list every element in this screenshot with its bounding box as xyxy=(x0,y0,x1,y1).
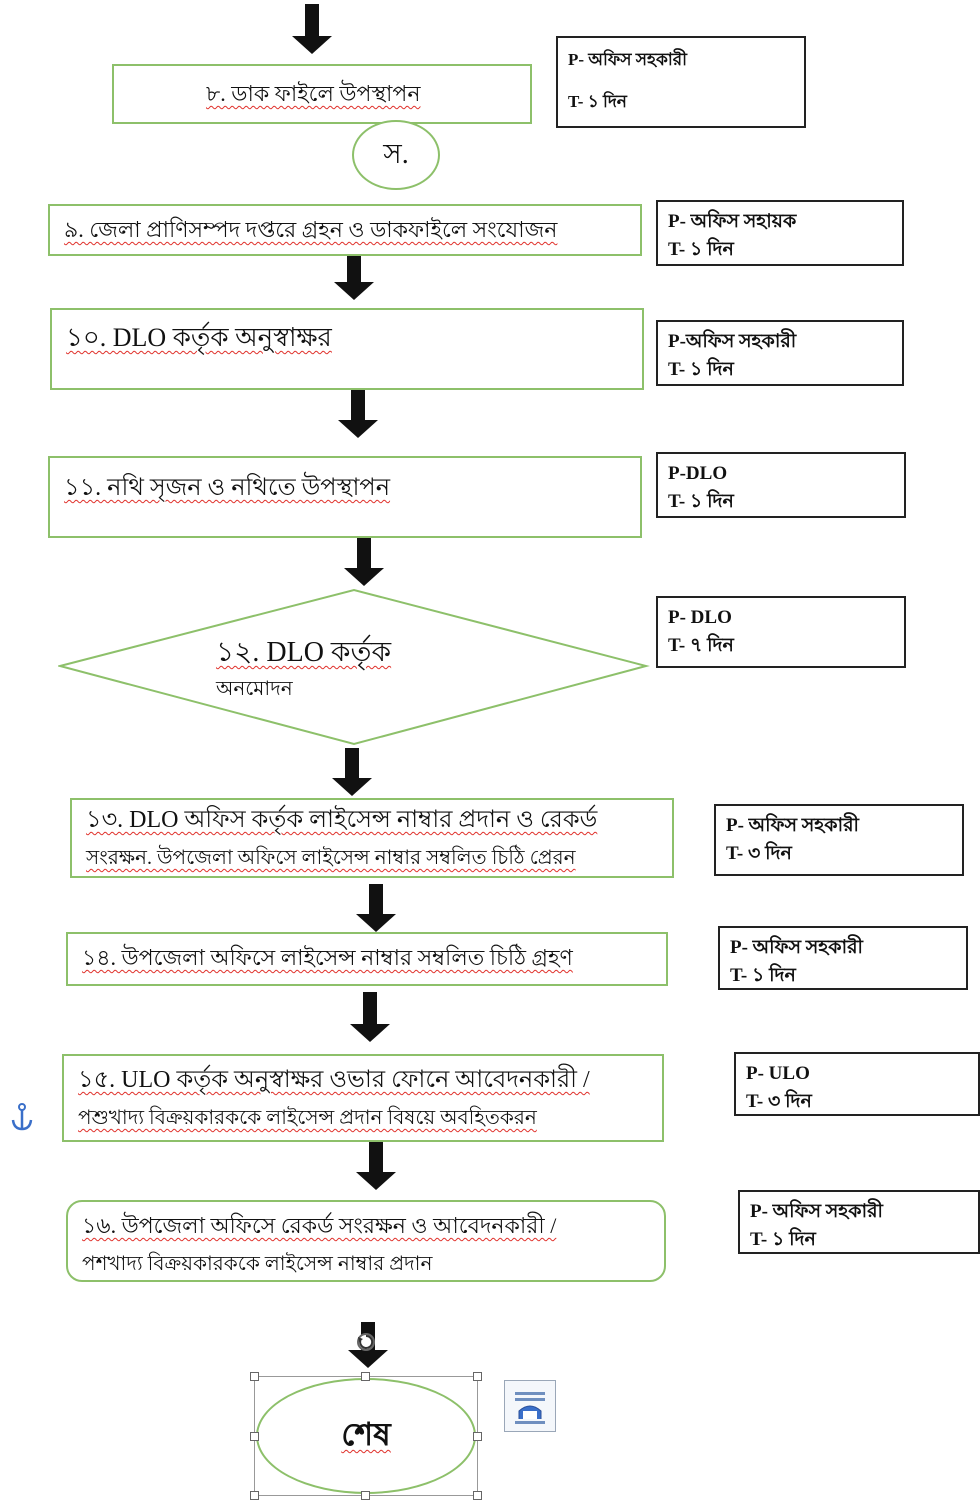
step-8-text: ৮. ডাক ফাইলে উপস্থাপন xyxy=(206,81,421,106)
step-14-person: P- অফিস সহকারী xyxy=(730,937,863,958)
resize-handle[interactable] xyxy=(473,1491,482,1500)
step-11-info[interactable]: P-DLO T- ১ দিন xyxy=(656,452,906,518)
step-9-info[interactable]: P- অফিস সহায়ক T- ১ দিন xyxy=(656,200,904,266)
step-9-text: ৯. জেলা প্রাণিসম্পদ দপ্তরে গ্রহন ও ডাকফা… xyxy=(64,217,558,242)
step-8-box[interactable]: ৮. ডাক ফাইলে উপস্থাপন xyxy=(112,64,532,124)
step-12-time: T- ৭ দিন xyxy=(668,635,734,656)
step-14-box[interactable]: ১৪. উপজেলা অফিসে লাইসেন্স নাম্বার সম্বলি… xyxy=(66,932,668,986)
step-16-text-line1: ১৬. উপজেলা অফিসে রেকর্ড সংরক্ষন ও আবেদনক… xyxy=(82,1213,557,1238)
anchor-icon[interactable] xyxy=(10,1102,34,1132)
resize-handle[interactable] xyxy=(361,1372,370,1381)
step-15-info[interactable]: P- ULO T- ৩ দিন xyxy=(734,1052,980,1116)
step-11-time: T- ১ দিন xyxy=(668,491,734,512)
step-9-time: T- ১ দিন xyxy=(668,239,734,260)
step-15-time: T- ৩ দিন xyxy=(746,1091,812,1112)
step-13-info[interactable]: P- অফিস সহকারী T- ৩ দিন xyxy=(714,804,964,876)
step-10-time: T- ১ দিন xyxy=(668,359,734,380)
step-12-info[interactable]: P- DLO T- ৭ দিন xyxy=(656,596,906,668)
step-15-text-line1: ১৫. ULO কর্তৃক অনুস্বাক্ষর ওভার ফোনে আবে… xyxy=(78,1067,590,1093)
flow-arrow xyxy=(338,390,378,438)
flow-arrow xyxy=(350,992,390,1042)
step-16-time: T- ১ দিন xyxy=(750,1229,816,1250)
step-16-info[interactable]: P- অফিস সহকারী T- ১ দিন xyxy=(738,1190,980,1254)
step-8-time: T- ১ দিন xyxy=(568,92,627,111)
step-12-text-line1: ১২. DLO কর্তৃক xyxy=(216,637,392,668)
flow-arrow xyxy=(356,884,396,932)
step-11-person: P-DLO xyxy=(668,463,728,484)
rotate-handle-icon[interactable] xyxy=(354,1330,378,1354)
step-8-info[interactable]: P- অফিস সহকারী T- ১ দিন xyxy=(556,36,806,128)
step-10-person: P-অফিস সহকারী xyxy=(668,331,797,352)
step-15-person: P- ULO xyxy=(746,1063,810,1084)
flow-arrow xyxy=(292,4,332,54)
connector-label: স. xyxy=(383,138,409,170)
step-15-box[interactable]: ১৫. ULO কর্তৃক অনুস্বাক্ষর ওভার ফোনে আবে… xyxy=(62,1054,664,1142)
resize-handle[interactable] xyxy=(473,1372,482,1381)
step-13-person: P- অফিস সহকারী xyxy=(726,815,859,836)
step-12-person: P- DLO xyxy=(668,607,732,628)
step-12-diamond[interactable] xyxy=(58,588,650,748)
connector-circle[interactable]: স. xyxy=(352,120,440,190)
flow-arrow xyxy=(332,748,372,796)
resize-handle[interactable] xyxy=(250,1432,259,1441)
resize-handle[interactable] xyxy=(473,1432,482,1441)
step-11-box[interactable]: ১১. নথি সৃজন ও নথিতে উপস্থাপন xyxy=(48,456,642,538)
step-11-text: ১১. নথি সৃজন ও নথিতে উপস্থাপন xyxy=(64,475,391,501)
step-13-text-line1: ১৩. DLO অফিস কর্তৃক লাইসেন্স নাম্বার প্র… xyxy=(86,807,598,833)
flow-arrow xyxy=(356,1142,396,1190)
step-10-text: ১০. DLO কর্তৃক অনুস্বাক্ষর xyxy=(66,323,332,352)
step-14-time: T- ১ দিন xyxy=(730,965,796,986)
step-16-text-line2: পশখাদ্য বিক্রয়কারককে লাইসেন্স নাম্বার প… xyxy=(82,1253,433,1275)
end-ellipse[interactable]: শেষ xyxy=(256,1378,476,1494)
step-13-text-line2: সংরক্ষন. উপজেলা অফিসে লাইসেন্স নাম্বার স… xyxy=(86,847,576,869)
step-10-box[interactable]: ১০. DLO কর্তৃক অনুস্বাক্ষর xyxy=(50,308,644,390)
flow-arrow xyxy=(344,538,384,586)
step-14-info[interactable]: P- অফিস সহকারী T- ১ দিন xyxy=(718,926,968,990)
step-13-time: T- ৩ দিন xyxy=(726,843,792,864)
layout-options-icon[interactable] xyxy=(504,1380,556,1432)
step-13-box[interactable]: ১৩. DLO অফিস কর্তৃক লাইসেন্স নাম্বার প্র… xyxy=(70,798,674,878)
step-9-box[interactable]: ৯. জেলা প্রাণিসম্পদ দপ্তরে গ্রহন ও ডাকফা… xyxy=(48,204,642,256)
step-14-text: ১৪. উপজেলা অফিসে লাইসেন্স নাম্বার সম্বলি… xyxy=(82,945,573,970)
flow-arrow xyxy=(334,254,374,300)
step-16-person: P- অফিস সহকারী xyxy=(750,1201,883,1222)
step-16-box[interactable]: ১৬. উপজেলা অফিসে রেকর্ড সংরক্ষন ও আবেদনক… xyxy=(66,1200,666,1282)
resize-handle[interactable] xyxy=(250,1491,259,1500)
end-label: শেষ xyxy=(341,1416,391,1452)
step-10-info[interactable]: P-অফিস সহকারী T- ১ দিন xyxy=(656,320,904,386)
resize-handle[interactable] xyxy=(250,1372,259,1381)
step-12-text-line2: অনমোদন xyxy=(216,678,293,700)
step-15-text-line2: পশুখাদ্য বিক্রয়কারককে লাইসেন্স প্রদান ব… xyxy=(78,1107,537,1129)
resize-handle[interactable] xyxy=(361,1491,370,1500)
step-8-person: P- অফিস সহকারী xyxy=(568,50,687,69)
step-9-person: P- অফিস সহায়ক xyxy=(668,211,797,232)
